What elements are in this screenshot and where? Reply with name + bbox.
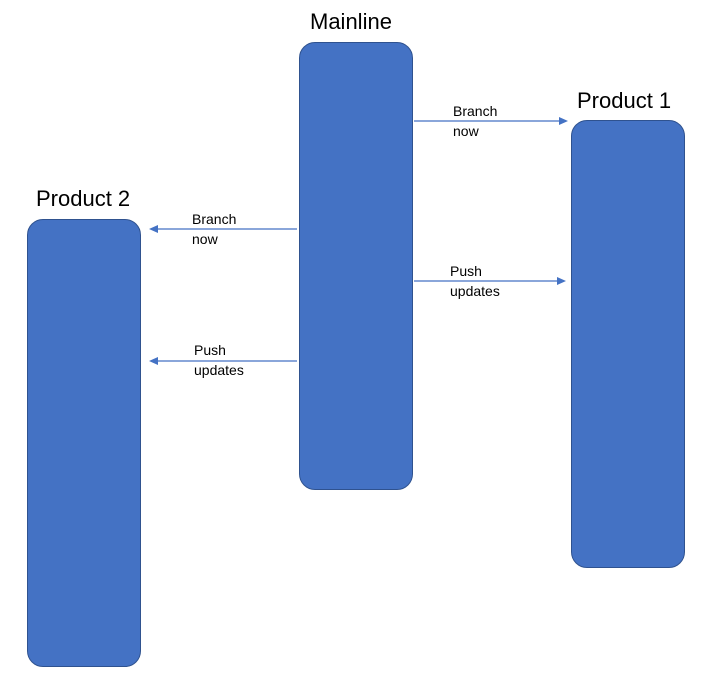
label-line: now: [192, 231, 218, 247]
label-push-to-product2: Push updates: [194, 340, 244, 380]
product1-bar: [571, 120, 685, 568]
arrowhead-branch-to-product1: [559, 117, 568, 125]
product2-title: Product 2: [36, 186, 131, 211]
arrowhead-push-to-product2: [149, 357, 158, 365]
label-line: Push: [450, 263, 482, 279]
label-line: Branch: [453, 103, 498, 119]
label-line: updates: [194, 362, 244, 378]
label-branch-to-product1: Branch now: [453, 101, 497, 141]
mainline-bar: [299, 42, 413, 490]
mainline-title: Mainline: [310, 9, 392, 34]
arrowhead-push-to-product1: [557, 277, 566, 285]
label-line: updates: [450, 283, 500, 299]
product2-bar: [27, 219, 141, 667]
label-line: Push: [194, 342, 226, 358]
product1-title: Product 1: [577, 88, 672, 113]
arrowhead-branch-to-product2: [149, 225, 158, 233]
label-line: now: [453, 123, 479, 139]
label-line: Branch: [192, 211, 237, 227]
label-branch-to-product2: Branch now: [192, 209, 236, 249]
label-push-to-product1: Push updates: [450, 261, 500, 301]
